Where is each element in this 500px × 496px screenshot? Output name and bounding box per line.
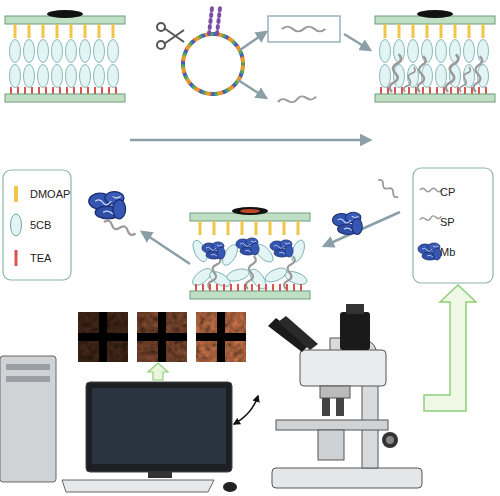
cp-strand <box>417 56 426 92</box>
process-arrow <box>142 232 190 264</box>
cp-strand <box>389 54 402 93</box>
legend-label: SP <box>440 216 455 229</box>
mb-protein <box>89 192 126 219</box>
legend-label: DMOAP <box>30 188 70 201</box>
aptamer-bases <box>183 34 243 94</box>
lc-cell-probes <box>375 10 495 102</box>
cp-symbol <box>420 188 442 192</box>
sp-symbol <box>420 214 442 221</box>
cp-strand <box>445 54 459 93</box>
aptamer-bases <box>183 34 243 94</box>
aptamer-stem <box>209 8 220 34</box>
link-arrow <box>234 396 258 424</box>
micrograph <box>137 312 187 362</box>
micrograph <box>196 312 246 362</box>
legend-label: TEA <box>30 252 51 265</box>
probe-strands <box>389 54 483 93</box>
legend-label: 5CB <box>30 219 51 232</box>
5cb-symbol <box>11 214 22 236</box>
process-arrow <box>238 80 266 98</box>
sp-strand <box>403 66 416 92</box>
aptamer-bases <box>183 34 243 94</box>
up-arrow <box>148 363 168 380</box>
lc-cell-disordered <box>190 207 310 299</box>
lc-cell-ordered <box>5 10 125 102</box>
mb-symbol <box>418 243 441 260</box>
cp-strand <box>473 56 483 92</box>
legend-label: Mb <box>440 246 455 259</box>
sp-strand <box>278 94 317 104</box>
process-arrow <box>240 32 266 50</box>
sp-strand <box>103 219 136 236</box>
legend-box <box>413 168 493 283</box>
legend-box <box>3 170 71 280</box>
microscope <box>268 304 422 488</box>
cp-strand <box>377 178 400 198</box>
aptamer-hairpin <box>183 8 243 94</box>
scissors-symbol <box>157 23 184 49</box>
tea-symbol <box>15 250 18 266</box>
dmoap-symbol <box>14 186 18 202</box>
sp-strand <box>459 66 471 92</box>
legend-label: CP <box>440 186 455 199</box>
cp-box <box>268 16 340 42</box>
process-arrow <box>130 139 370 142</box>
computer <box>0 356 237 492</box>
flow-arrow <box>424 285 476 411</box>
cp-strand <box>282 27 325 32</box>
micrograph <box>78 312 128 362</box>
aptamer-bases <box>183 34 243 94</box>
process-arrow <box>344 34 370 50</box>
process-arrow <box>324 212 400 246</box>
mb-protein <box>332 212 362 234</box>
